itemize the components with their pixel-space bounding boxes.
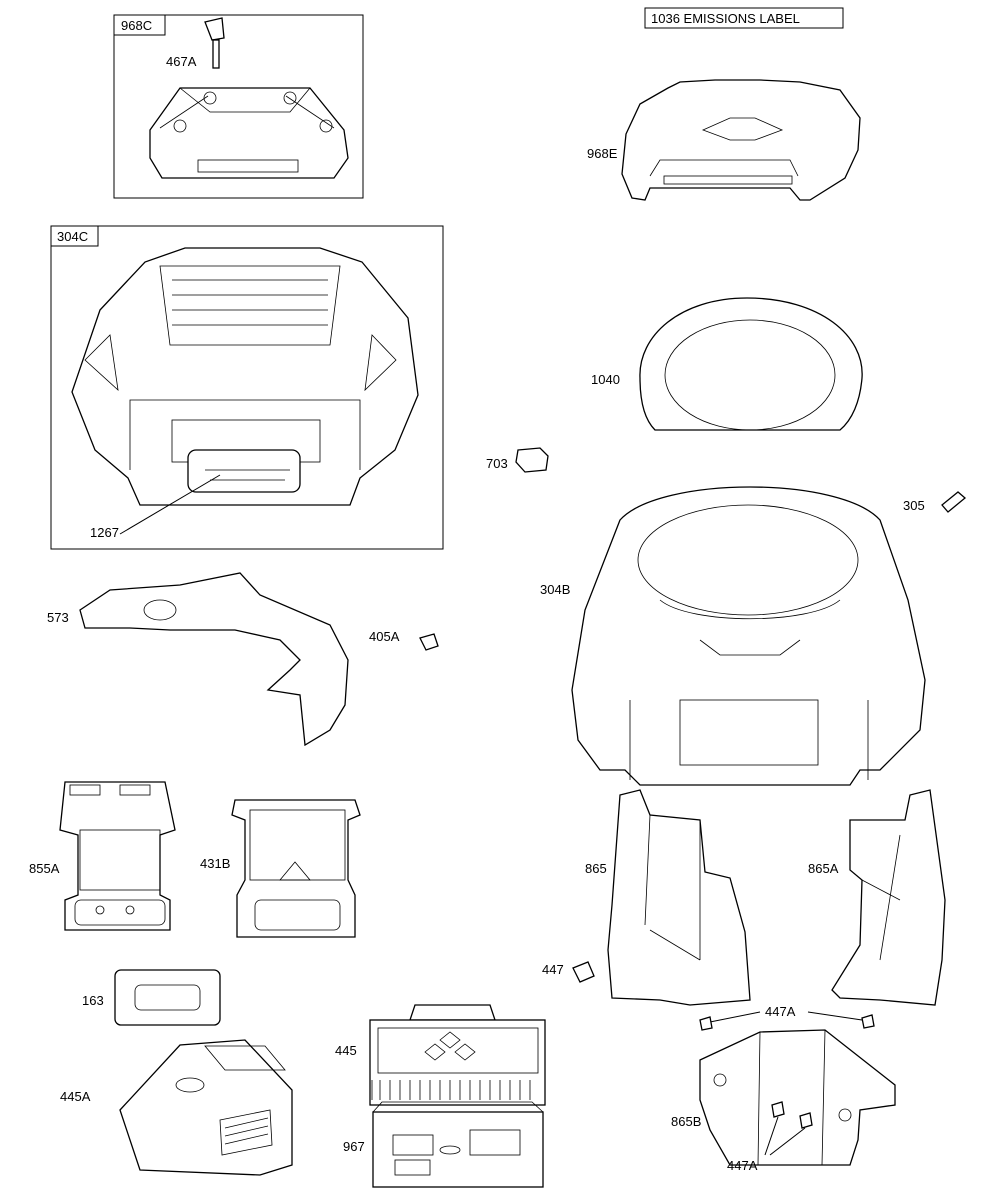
label-703: 703 [486,456,508,471]
leader-447A-left [709,1011,761,1023]
label-1267: 1267 [90,525,119,540]
label-447: 447 [542,962,564,977]
part-865B-group: 865B [671,1029,896,1166]
part-447A-bottom-group: 447A [727,1101,813,1173]
part-447A-top-group: 447A [699,1004,875,1031]
part-703-clip [515,447,549,473]
part-304B-group: 304B [540,486,926,786]
part-304C-box [50,225,444,550]
part-573-baffle [79,572,349,747]
part-865B-baffle [699,1029,896,1166]
part-445A-group: 445A [60,1039,293,1176]
part-967-precleaner [372,1101,544,1188]
part-163-gasket [114,969,221,1026]
part-447A-screw-lower-left [771,1101,785,1118]
part-447-group: 447 [542,961,595,983]
label-405A: 405A [369,629,400,644]
label-865B: 865B [671,1114,701,1129]
label-447A-top: 447A [765,1004,796,1019]
part-405A-screw [419,633,439,651]
part-855A-group: 855A [29,781,176,931]
part-445-filter [369,1004,546,1106]
leader-447A-right [807,1011,863,1021]
label-445A: 445A [60,1089,91,1104]
part-968C-group: 968C 467A [113,14,364,199]
part-968C-cover [149,87,349,179]
part-304B-housing [571,486,926,786]
label-431B: 431B [200,856,230,871]
leader-447A-lower-left [764,1116,779,1156]
leader-1267 [119,474,221,535]
label-304C-box [50,225,99,247]
part-445-group: 445 [335,1004,546,1106]
part-865A-baffle [831,789,946,1006]
label-968C: 968C [121,18,152,33]
label-305: 305 [903,498,925,513]
label-865A: 865A [808,861,839,876]
label-1036: 1036 EMISSIONS LABEL [651,11,800,26]
part-447-screw [572,961,595,983]
part-968E-cover [621,79,861,201]
part-447A-screw-lower-right [799,1112,813,1129]
part-1040-group: 1040 [591,297,863,431]
label-304C: 304C [57,229,88,244]
label-968C-box [113,14,166,36]
label-1040: 1040 [591,372,620,387]
part-305-group: 305 [903,491,967,513]
part-445A-filter [119,1039,293,1176]
label-447A-bottom: 447A [727,1158,758,1173]
part-855A-adapter [59,781,176,931]
part-573-group: 573 405A [47,572,439,747]
label-573: 573 [47,610,69,625]
part-967-group: 967 [343,1101,544,1188]
label-968E: 968E [587,146,618,161]
label-865: 865 [585,861,607,876]
label-163: 163 [82,993,104,1008]
part-431B-group: 431B [200,799,361,938]
part-163-group: 163 [82,969,221,1026]
label-967: 967 [343,1139,365,1154]
label-855A: 855A [29,861,60,876]
label-304B: 304B [540,582,570,597]
part-305-screw [941,491,967,513]
part-865-baffle [607,789,751,1006]
part-703-group: 703 [486,447,549,473]
part-467A-knob [204,17,225,69]
label-467A: 467A [166,54,197,69]
part-304C-group: 304C 1267 [50,225,444,550]
label-1036-box [644,7,844,29]
part-968C-box [113,14,364,199]
part-431B-base [231,799,361,938]
label-445: 445 [335,1043,357,1058]
part-968E-group: 968E [587,79,861,201]
part-447A-screw-right [861,1014,875,1029]
part-865A-group: 865A [808,789,946,1006]
part-1040-ring [639,297,863,431]
leader-447A-lower-right [769,1127,806,1156]
part-447A-screw-left [699,1016,713,1031]
part-865-group: 865 [585,789,751,1006]
part-304C-shroud [71,247,419,506]
